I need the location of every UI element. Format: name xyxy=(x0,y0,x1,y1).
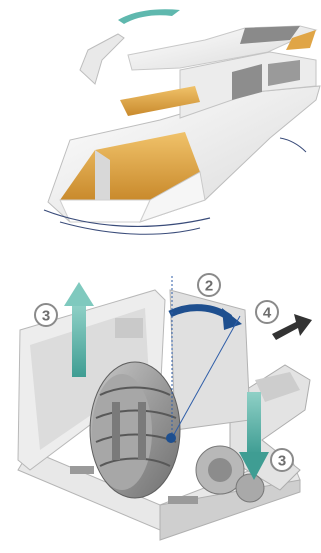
pivot-point xyxy=(166,433,176,443)
step-badge-push: 4 xyxy=(256,301,278,323)
boat-illustration xyxy=(44,9,320,234)
step-number-lower: 3 xyxy=(278,453,286,470)
step-number-push: 4 xyxy=(263,305,272,322)
push-arrow xyxy=(272,314,312,340)
step-number-lift: 3 xyxy=(42,308,50,325)
step-number-rotate: 2 xyxy=(205,278,213,295)
step-badge-lift: 3 xyxy=(35,304,57,326)
frame-cutout xyxy=(115,318,143,338)
rotating-drum xyxy=(90,362,180,498)
seat-mechanism xyxy=(18,290,310,540)
water-line-3 xyxy=(280,138,306,152)
boat-removed-piece xyxy=(80,34,124,84)
step-badge-rotate: 2 xyxy=(198,274,220,296)
lift-swoosh-arrow xyxy=(118,9,180,24)
step-badge-lower: 3 xyxy=(271,449,293,471)
